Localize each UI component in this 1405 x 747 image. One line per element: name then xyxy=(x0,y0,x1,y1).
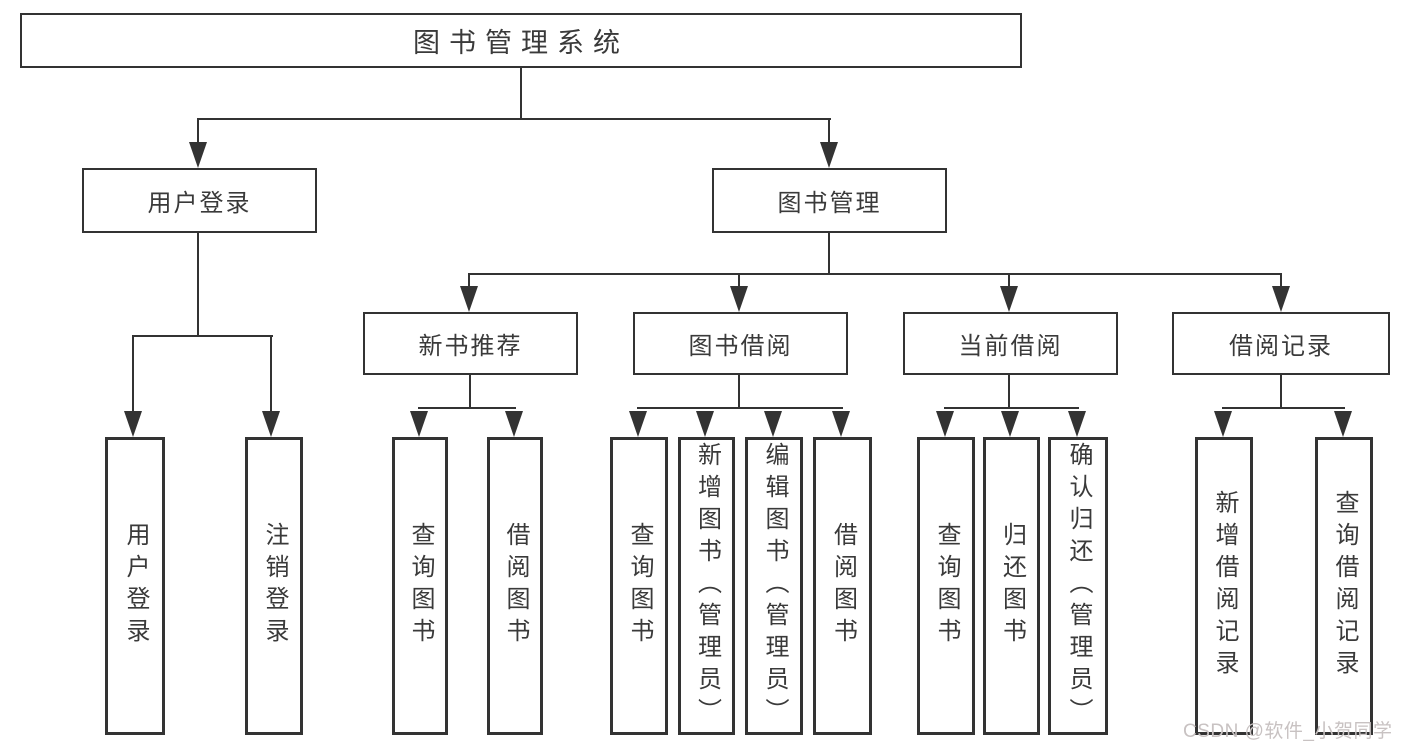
node-current-borrowing: 当前借阅 xyxy=(903,312,1118,375)
arrow-down-icon xyxy=(820,142,838,168)
leaf-confirm-return-admin: 确认归还（管理员） xyxy=(1048,437,1108,735)
connector-vline xyxy=(132,335,134,415)
arrow-down-icon xyxy=(505,411,523,437)
connector-vline xyxy=(469,375,471,409)
node-label: 借阅记录 xyxy=(1229,326,1333,361)
node-label: 用户登录 xyxy=(148,183,252,218)
arrow-down-icon xyxy=(1000,286,1018,312)
leaf-label: 新增借阅记录 xyxy=(1212,490,1236,682)
leaf-logout: 注销登录 xyxy=(245,437,303,735)
node-label: 新书推荐 xyxy=(419,326,523,361)
connector-vline xyxy=(197,233,199,337)
leaf-label: 归还图书 xyxy=(1000,522,1024,650)
node-label: 图书管理系统 xyxy=(413,21,629,60)
connector-vline xyxy=(738,375,740,409)
arrow-down-icon xyxy=(730,286,748,312)
connector-hline xyxy=(944,407,1079,409)
arrow-down-icon xyxy=(1272,286,1290,312)
leaf-label: 确认归还（管理员） xyxy=(1066,442,1090,730)
leaf-label: 查询图书 xyxy=(627,522,651,650)
arrow-down-icon xyxy=(832,411,850,437)
leaf-query-books: 查询图书 xyxy=(917,437,975,735)
arrow-down-icon xyxy=(629,411,647,437)
node-user-login: 用户登录 xyxy=(82,168,317,233)
connector-vline xyxy=(1008,375,1010,409)
connector-vline xyxy=(270,335,272,415)
node-label: 图书管理 xyxy=(778,183,882,218)
leaf-add-borrow-record: 新增借阅记录 xyxy=(1195,437,1253,735)
leaf-label: 编辑图书（管理员） xyxy=(762,442,786,730)
connector-hline xyxy=(637,407,843,409)
leaf-query-books: 查询图书 xyxy=(610,437,668,735)
leaf-edit-book-admin: 编辑图书（管理员） xyxy=(745,437,803,735)
node-book-management: 图书管理 xyxy=(712,168,947,233)
leaf-label: 借阅图书 xyxy=(831,522,855,650)
leaf-label: 查询图书 xyxy=(408,522,432,650)
leaf-label: 新增图书（管理员） xyxy=(695,442,719,730)
leaf-label: 用户登录 xyxy=(123,522,147,650)
node-library-management-system: 图书管理系统 xyxy=(20,13,1022,68)
connector-hline xyxy=(197,118,831,120)
leaf-label: 查询图书 xyxy=(934,522,958,650)
node-book-borrowing: 图书借阅 xyxy=(633,312,848,375)
arrow-down-icon xyxy=(124,411,142,437)
connector-vline xyxy=(520,68,522,120)
arrow-down-icon xyxy=(460,286,478,312)
arrow-down-icon xyxy=(1068,411,1086,437)
leaf-user-login: 用户登录 xyxy=(105,437,165,735)
leaf-borrow-books: 借阅图书 xyxy=(487,437,543,735)
connector-hline xyxy=(418,407,516,409)
arrow-down-icon xyxy=(410,411,428,437)
connector-hline xyxy=(1222,407,1345,409)
leaf-query-borrow-record: 查询借阅记录 xyxy=(1315,437,1373,735)
connector-hline xyxy=(132,335,273,337)
leaf-label: 查询借阅记录 xyxy=(1332,490,1356,682)
arrow-down-icon xyxy=(1001,411,1019,437)
leaf-label: 注销登录 xyxy=(262,522,286,650)
leaf-label: 借阅图书 xyxy=(503,522,527,650)
node-label: 当前借阅 xyxy=(959,326,1063,361)
arrow-down-icon xyxy=(189,142,207,168)
node-new-book-recommendation: 新书推荐 xyxy=(363,312,578,375)
connector-vline xyxy=(1280,375,1282,409)
arrow-down-icon xyxy=(696,411,714,437)
leaf-return-book: 归还图书 xyxy=(983,437,1040,735)
leaf-add-book-admin: 新增图书（管理员） xyxy=(678,437,735,735)
watermark-text: CSDN @软件_小贺同学 xyxy=(1183,716,1392,743)
leaf-borrow-books: 借阅图书 xyxy=(813,437,872,735)
arrow-down-icon xyxy=(262,411,280,437)
leaf-query-books: 查询图书 xyxy=(392,437,448,735)
arrow-down-icon xyxy=(1334,411,1352,437)
arrow-down-icon xyxy=(764,411,782,437)
connector-vline xyxy=(828,233,830,275)
node-borrowing-records: 借阅记录 xyxy=(1172,312,1390,375)
connector-hline xyxy=(468,273,1282,275)
arrow-down-icon xyxy=(1214,411,1232,437)
node-label: 图书借阅 xyxy=(689,326,793,361)
arrow-down-icon xyxy=(936,411,954,437)
